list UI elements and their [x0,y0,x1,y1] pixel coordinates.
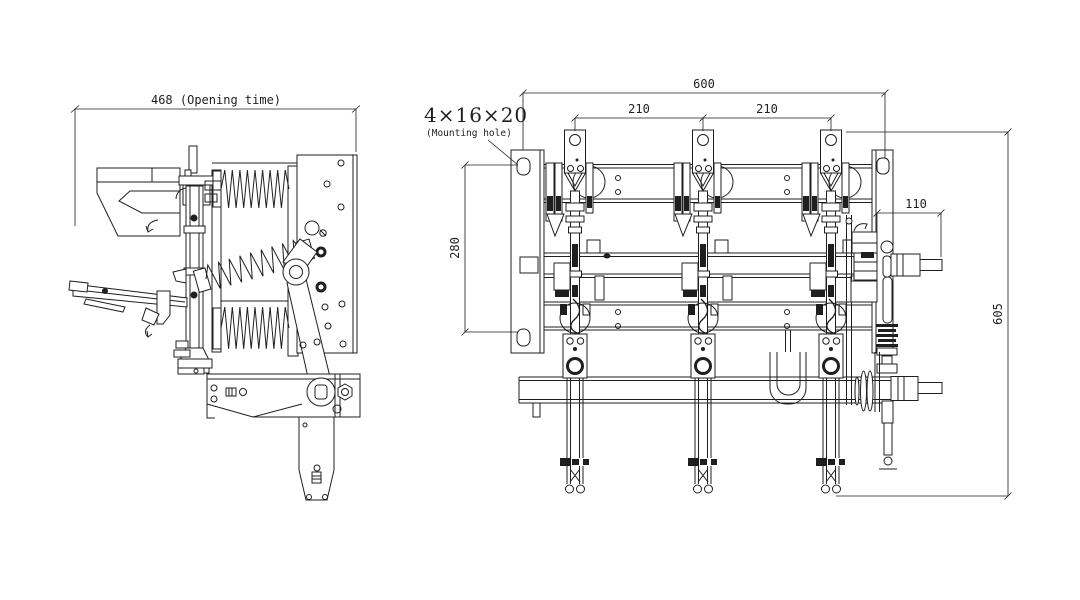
blade-hook [172,268,187,284]
dim-label-overall-height: 605 [991,303,1005,325]
pendant-link [298,377,353,501]
dim-opening-time: 468 (Opening time) [70,93,361,226]
pole-2 [672,128,735,495]
mounting-hole-top-right [876,157,890,175]
bottom-bracket-arm [206,373,361,419]
latch-arrow [144,324,153,338]
dim-overall-height: 605 [836,128,1012,500]
spring-hook [853,223,868,232]
drive-link [882,276,893,324]
rail-bolt [532,402,541,418]
dim-label-pole-pitch-right: 210 [756,102,778,116]
arc-chute-box [96,167,181,237]
hex-nut [337,383,353,401]
latch [141,290,171,338]
upper-insulator [212,169,290,209]
main-blade [172,185,206,353]
coil-spring [876,324,898,347]
frame-left-plate [510,149,545,354]
mounting-hole-note-label: (Mounting hole) [426,128,512,139]
leader-line [487,139,519,166]
dim-label-shaft-length: 110 [905,197,927,211]
rotation-arrow [145,219,159,233]
dim-label-overall-width: 600 [693,77,715,91]
bottom-rail [518,376,893,418]
main-shaft [890,253,943,277]
lower-insulator [212,306,290,350]
u-bracket [769,330,807,405]
dim-frame-height: 280 [448,161,518,336]
pivot-crank [282,238,332,392]
pole-3 [800,128,863,495]
mounting-hole-bottom-left [516,328,531,347]
side-view: 468 (Opening time) [68,93,361,501]
operating-mechanism [845,215,943,470]
mounting-hole-callout: 4×16×20 (Mounting hole) [424,103,528,166]
lower-hinge [173,340,213,375]
shaft-end-tab [519,256,539,274]
dim-label-frame-height: 280 [448,237,462,259]
mounting-hole-top-left [516,157,531,176]
bolt-head [315,281,327,293]
dim-pole-pitch: 210 210 [571,102,835,131]
pole-1 [544,128,607,495]
dim-label-pole-pitch-left: 210 [628,102,650,116]
dim-shaft-length: 110 [873,197,945,257]
dim-overall-width: 600 [519,77,889,158]
lower-shaft [890,376,943,401]
mounting-hole-size-label: 4×16×20 [424,103,528,127]
front-view: 600 210 210 110 280 605 4×16 [424,77,1012,500]
dim-label-opening-time: 468 (Opening time) [151,93,281,107]
